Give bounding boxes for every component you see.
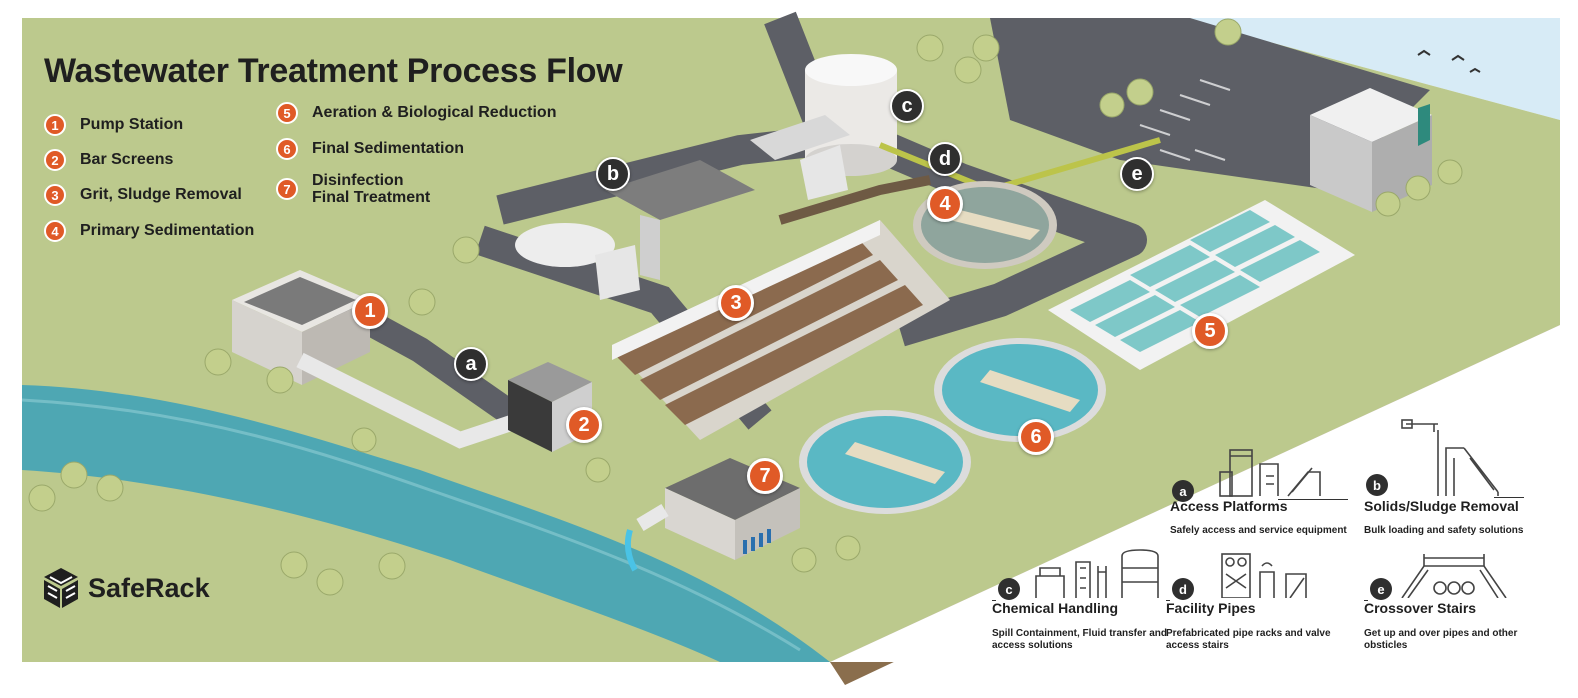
legend-step-7: 7 Disinfection Final Treatment <box>276 172 430 206</box>
map-marker-2: 2 <box>566 407 602 443</box>
saferack-logo: SafeRack <box>42 566 210 610</box>
trees <box>28 18 1463 596</box>
pipe-rack-icon <box>1221 553 1307 598</box>
solution-card-d: d Facility Pipes Prefabricated pipe rack… <box>1166 548 1356 658</box>
map-marker-3: 3 <box>718 285 754 321</box>
page-title: Wastewater Treatment Process Flow <box>44 52 623 90</box>
pipe-pump <box>296 352 523 449</box>
legend-step-6: 6 Final Sedimentation <box>276 138 464 160</box>
map-marker-d: d <box>928 142 962 176</box>
step-number-badge: 3 <box>44 184 66 206</box>
map-marker-6: 6 <box>1018 419 1054 455</box>
bar-screens-structure <box>508 362 592 402</box>
solution-card-b: b Solids/Sludge Removal Bulk loading and… <box>1364 418 1554 546</box>
map-marker-c: c <box>890 89 924 123</box>
step-label: Pump Station <box>80 116 184 133</box>
step-number-badge: 6 <box>276 138 298 160</box>
solution-card-c: c Chemical Handling Spill Containment, F… <box>992 548 1182 658</box>
legend-step-4: 4 Primary Sedimentation <box>44 220 254 242</box>
card-title: Chemical Handling <box>992 600 1119 616</box>
step-number-badge: 4 <box>44 220 66 242</box>
office-building <box>1310 88 1432 142</box>
tanker-truck <box>750 115 850 160</box>
legend-step-1: 1 Pump Station <box>44 114 183 136</box>
map-marker-1: 1 <box>352 293 388 329</box>
step-label: Disinfection Final Treatment <box>312 172 430 206</box>
map-marker-7: 7 <box>747 458 783 494</box>
loading-arm-icon <box>1401 419 1499 496</box>
map-marker-5: 5 <box>1192 313 1228 349</box>
step-label-line2: Final Treatment <box>312 189 431 206</box>
sludge-truck <box>515 223 615 267</box>
step-label: Primary Sedimentation <box>80 222 255 239</box>
solution-card-e: e Crossover Stairs Get up and over pipes… <box>1364 548 1554 658</box>
card-title: Access Platforms <box>1170 498 1288 514</box>
step-label: Grit, Sludge Removal <box>80 186 242 203</box>
card-letter-badge: c <box>998 578 1020 600</box>
disinfection-building <box>665 458 800 520</box>
birds-icon <box>1417 49 1481 73</box>
card-description: Prefabricated pipe racks and valve acces… <box>1166 628 1331 651</box>
card-description: Get up and over pipes and other obsticle… <box>1364 628 1518 651</box>
river-bank <box>22 470 720 662</box>
card-description: Bulk loading and safety solutions <box>1364 525 1524 536</box>
step-label-line1: Disinfection <box>312 172 404 189</box>
map-marker-e: e <box>1120 157 1154 191</box>
card-title: Solids/Sludge Removal <box>1364 498 1519 514</box>
chemical-tank-icon <box>1035 549 1159 598</box>
map-marker-a: a <box>454 347 488 381</box>
step-label: Final Sedimentation <box>312 140 465 157</box>
card-letter-badge: e <box>1370 578 1392 600</box>
step-number-badge: 2 <box>44 149 66 171</box>
solutions-panel <box>830 325 1560 662</box>
map-marker-b: b <box>596 157 630 191</box>
card-letter-badge: a <box>1172 480 1194 502</box>
step-label: Aeration & Biological Reduction <box>312 104 557 121</box>
step-label: Bar Screens <box>80 151 174 168</box>
logo-text: SafeRack <box>88 572 210 603</box>
legend-step-3: 3 Grit, Sludge Removal <box>44 184 242 206</box>
step-number-badge: 7 <box>276 178 298 200</box>
card-description: Spill Containment, Fluid transfer and ac… <box>992 628 1168 651</box>
card-title: Crossover Stairs <box>1364 600 1477 616</box>
legend-step-5: 5 Aeration & Biological Reduction <box>276 102 556 124</box>
loading-shed-roof <box>605 160 755 220</box>
card-letter-badge: d <box>1172 578 1194 600</box>
card-description: Safely access and service equipment <box>1170 525 1347 536</box>
step-number-badge: 5 <box>276 102 298 124</box>
legend-step-2: 2 Bar Screens <box>44 149 173 171</box>
card-letter-badge: b <box>1366 474 1388 496</box>
map-marker-4: 4 <box>927 186 963 222</box>
card-title: Facility Pipes <box>1166 600 1256 616</box>
step-number-badge: 1 <box>44 114 66 136</box>
crossover-stairs-icon <box>1401 554 1507 598</box>
saferack-cube-icon <box>44 568 78 608</box>
access-platform-icon <box>1219 449 1321 497</box>
solution-card-a: a Access Platforms Safely access and ser… <box>1170 436 1360 546</box>
